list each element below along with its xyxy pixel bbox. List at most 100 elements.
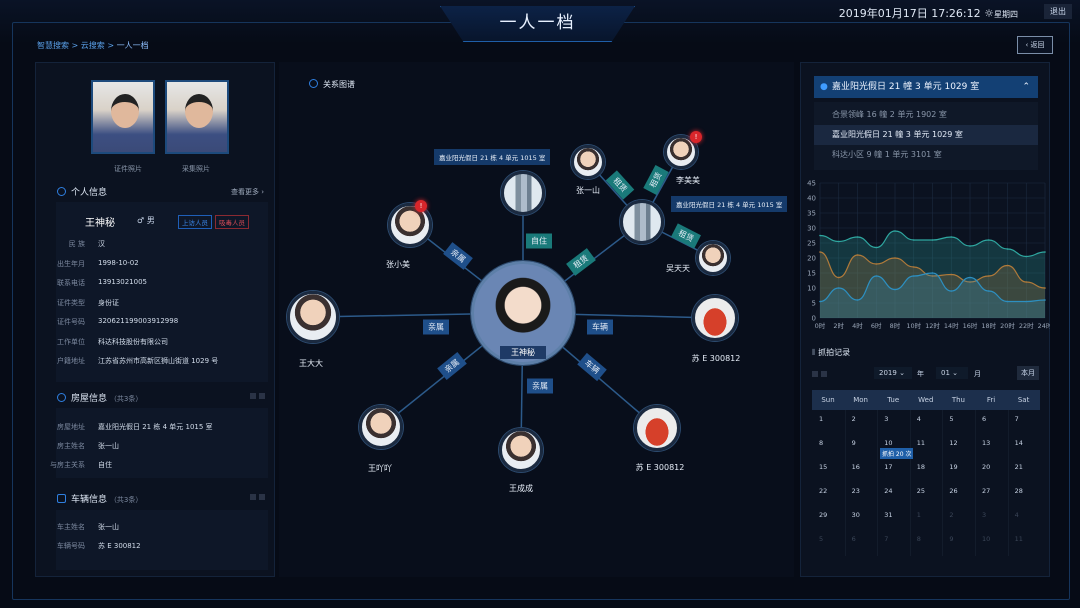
- month-value: 01: [941, 369, 950, 377]
- calendar-day[interactable]: 28: [1014, 487, 1023, 495]
- next-page-button[interactable]: [259, 393, 265, 399]
- back-button[interactable]: ‹ 返回: [1017, 36, 1053, 54]
- calendar-day[interactable]: 27: [982, 487, 991, 495]
- calendar-day[interactable]: 20: [982, 463, 991, 471]
- chevron-down-icon: ⌄: [899, 369, 905, 377]
- month-select[interactable]: 01 ⌄: [936, 367, 968, 379]
- node-car-2[interactable]: [634, 405, 680, 451]
- exit-button[interactable]: 退出: [1044, 4, 1072, 19]
- x-tick-label: 8时: [890, 321, 901, 330]
- bar-icon: ⦀: [812, 348, 819, 357]
- calendar-day[interactable]: 26: [949, 487, 958, 495]
- node-building-1[interactable]: [501, 171, 545, 215]
- calendar-day[interactable]: 7: [1014, 415, 1019, 423]
- info-row: 与房主关系自住: [30, 460, 220, 470]
- calendar-day[interactable]: 29: [819, 511, 828, 519]
- prev-page-button[interactable]: [250, 494, 256, 500]
- calendar-day[interactable]: 3: [884, 415, 889, 423]
- calendar-day[interactable]: 13: [982, 439, 991, 447]
- calendar-day[interactable]: 19: [949, 463, 958, 471]
- info-row: 车辆号码苏 E 300812: [30, 541, 220, 551]
- calendar-day[interactable]: 1: [916, 511, 921, 519]
- calendar-day[interactable]: 5: [819, 535, 824, 543]
- calendar-day[interactable]: 10: [982, 535, 991, 543]
- calendar-day[interactable]: 14: [1014, 439, 1023, 447]
- location-pin-icon: ●: [820, 82, 828, 92]
- calendar-day[interactable]: 31: [884, 511, 893, 519]
- calendar-day[interactable]: 7: [884, 535, 889, 543]
- location-pin-icon: [57, 393, 66, 402]
- node-car-1[interactable]: [692, 295, 738, 341]
- calendar-day[interactable]: 3: [982, 511, 987, 519]
- node-zhangyishan[interactable]: [571, 145, 605, 179]
- calendar-day[interactable]: 6: [851, 535, 856, 543]
- calendar-day[interactable]: 12: [949, 439, 958, 447]
- info-value: 嘉业阳光假日 21 栋 4 单元 1015 室: [98, 423, 213, 431]
- calendar-day[interactable]: 24: [884, 487, 893, 495]
- calendar-day[interactable]: 18: [916, 463, 926, 471]
- chevron-left-icon: ‹: [1025, 41, 1031, 49]
- dropdown-option[interactable]: 科达小区 9 幢 1 单元 3101 室: [832, 150, 942, 159]
- next-page-button[interactable]: [259, 494, 265, 500]
- breadcrumb-item[interactable]: 智慧搜索: [37, 41, 69, 50]
- weekday-header: Fri: [986, 396, 996, 404]
- y-tick-label: 0: [812, 315, 816, 323]
- node-wangdada[interactable]: [287, 291, 339, 343]
- calendar-day[interactable]: 11: [1014, 535, 1023, 543]
- calendar-day[interactable]: 9: [949, 535, 954, 543]
- calendar-day[interactable]: 23: [851, 487, 860, 495]
- info-key: 房屋地址: [57, 423, 85, 431]
- x-tick-label: 14时: [944, 321, 959, 330]
- id-photo: [91, 80, 155, 154]
- calendar-day[interactable]: 2: [949, 511, 954, 519]
- data-point: [1044, 251, 1046, 253]
- capture-record-title: ⦀ 抓拍记录: [812, 347, 850, 358]
- data-point: [819, 234, 821, 237]
- x-tick-label: 22时: [1019, 321, 1034, 330]
- personal-card: [56, 202, 268, 382]
- next-month-button[interactable]: [821, 371, 827, 377]
- calendar-day[interactable]: 30: [851, 511, 860, 519]
- prev-month-button[interactable]: [812, 371, 818, 377]
- node-label: 张小美: [386, 260, 410, 269]
- data-point: [950, 273, 953, 276]
- calendar-day[interactable]: 11: [916, 439, 926, 447]
- calendar-day[interactable]: 16: [851, 463, 860, 471]
- series-area: [820, 231, 1045, 318]
- x-tick-label: 6时: [871, 321, 882, 330]
- graph-icon: [309, 79, 318, 88]
- calendar-day[interactable]: 4: [1014, 511, 1019, 519]
- dropdown-option[interactable]: 嘉业阳光假日 21 幢 3 单元 1029 室: [814, 125, 1038, 145]
- calendar-day[interactable]: 8: [916, 535, 921, 543]
- calendar-day[interactable]: 9: [851, 439, 856, 447]
- calendar-day[interactable]: 4: [916, 415, 921, 423]
- calendar-day[interactable]: 10: [884, 439, 893, 447]
- address-dropdown[interactable]: ●嘉业阳光假日 21 幢 3 单元 1029 室⌃: [814, 76, 1038, 98]
- datetime-text: 2019年01月17日 17:26:12: [838, 7, 981, 20]
- data-point: [856, 236, 859, 238]
- node-wangchengcheng[interactable]: [499, 428, 543, 472]
- node-wutiantian[interactable]: [696, 241, 730, 275]
- calendar-day[interactable]: 5: [949, 415, 954, 423]
- calendar-day[interactable]: 15: [819, 463, 828, 471]
- prev-page-button[interactable]: [250, 393, 256, 399]
- node-wangyaya[interactable]: [359, 405, 403, 449]
- calendar-day[interactable]: 8: [819, 439, 824, 447]
- dropdown-option[interactable]: 合景领峰 16 幢 2 单元 1902 室: [832, 110, 947, 119]
- calendar-day[interactable]: 17: [884, 463, 893, 471]
- calendar-day[interactable]: 22: [819, 487, 828, 495]
- node-label: 王吖吖: [368, 464, 392, 473]
- calendar-day[interactable]: 1: [819, 415, 824, 423]
- breadcrumb-item[interactable]: 云搜索: [80, 41, 105, 50]
- node-building-2[interactable]: [620, 200, 664, 244]
- data-point: [1006, 264, 1009, 267]
- calendar-day[interactable]: 6: [982, 415, 987, 423]
- view-more-link[interactable]: 查看更多 ›: [231, 188, 265, 196]
- capture-event-badge[interactable]: 抓拍 20 次: [880, 448, 914, 459]
- calendar-day[interactable]: 25: [916, 487, 926, 495]
- calendar-day[interactable]: 2: [851, 415, 856, 423]
- this-month-button[interactable]: 本月: [1017, 366, 1039, 380]
- calendar-day[interactable]: 21: [1014, 463, 1023, 471]
- data-point: [912, 266, 915, 268]
- year-select[interactable]: 2019 ⌄: [874, 367, 912, 379]
